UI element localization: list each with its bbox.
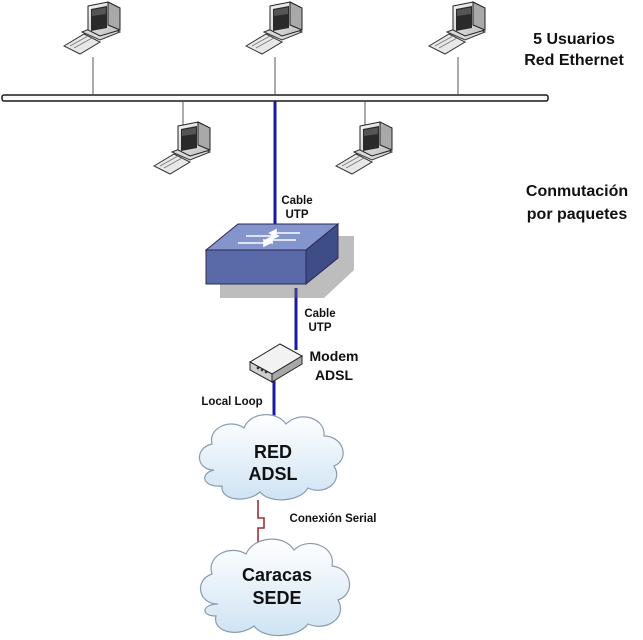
- caracas-label-line1: Caracas: [242, 565, 312, 585]
- cloud-icon: [200, 538, 351, 637]
- modem-label-line1: Modem: [310, 348, 359, 364]
- switching-label-line1: Conmutación: [526, 183, 628, 200]
- computer-icon: [335, 121, 393, 175]
- users-label-line1: 5 Usuarios: [533, 31, 615, 48]
- serial-label: Conexión Serial: [290, 513, 377, 525]
- caracas-label-line2: SEDE: [252, 588, 301, 608]
- cable-utp-top-line1: Cable: [281, 195, 312, 207]
- computer-icon: [153, 121, 211, 175]
- red-adsl-label-line2: ADSL: [249, 464, 298, 484]
- cable-utp-top-line2: UTP: [286, 209, 309, 221]
- cloud-icon: [198, 414, 344, 501]
- serial-link: [257, 500, 265, 544]
- computer-icon: [428, 1, 486, 55]
- computer-icon: [63, 1, 121, 55]
- ethernet-bus: [1, 94, 549, 102]
- switch-icon: [204, 222, 354, 298]
- computer-icon: [245, 1, 303, 55]
- red-adsl-label-line1: RED: [254, 442, 292, 462]
- users-label-line2: Red Ethernet: [524, 52, 624, 69]
- local-loop-label: Local Loop: [201, 396, 262, 408]
- cable-utp-bottom-line1: Cable: [304, 308, 335, 320]
- switching-label-line2: por paquetes: [527, 206, 628, 223]
- modem-icon: [248, 343, 304, 383]
- modem-label-line2: ADSL: [315, 367, 354, 383]
- cable-utp-bottom-line2: UTP: [309, 322, 332, 334]
